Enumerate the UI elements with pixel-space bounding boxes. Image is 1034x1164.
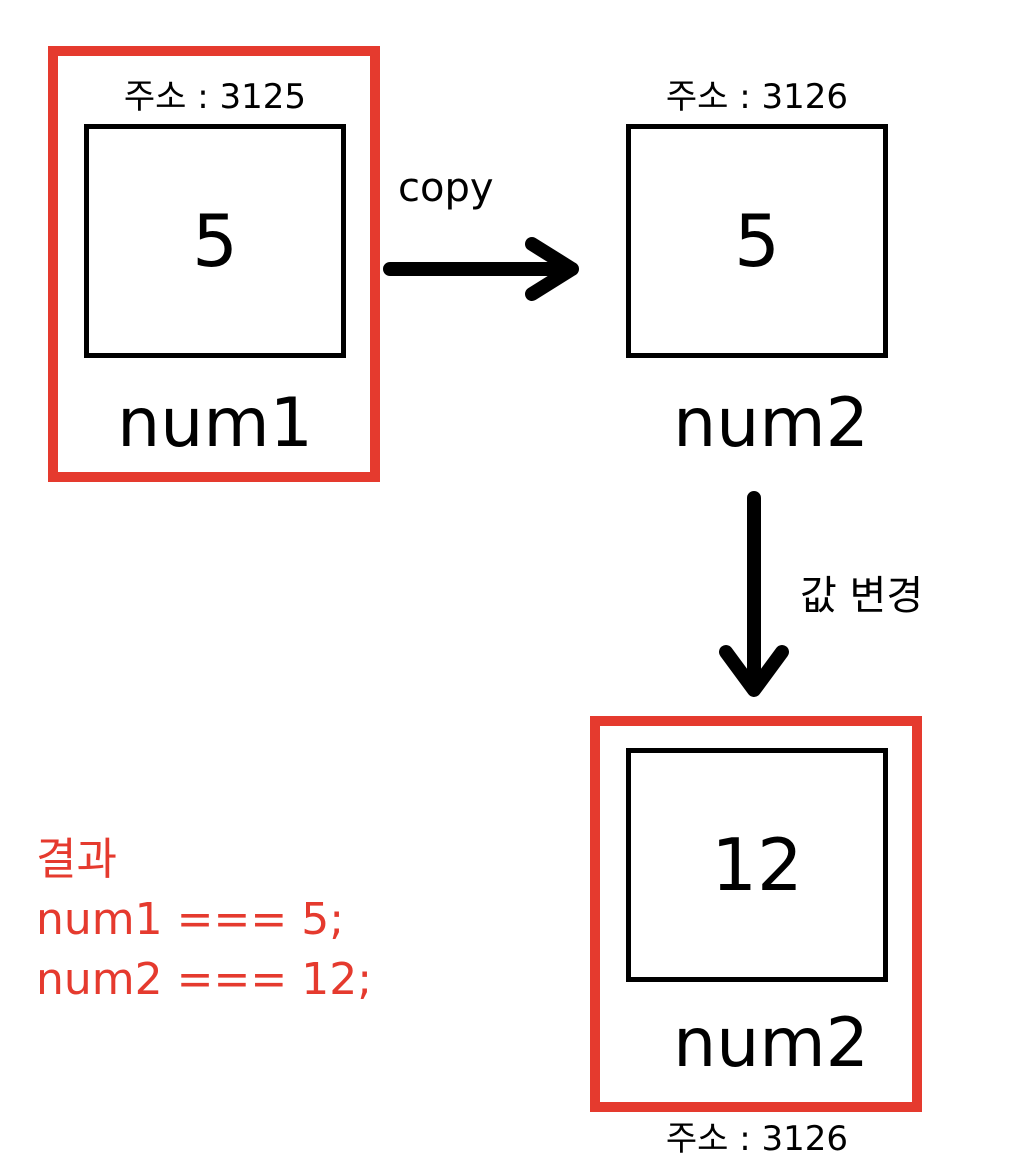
num2-address-label: 주소 : 3126 bbox=[665, 77, 849, 117]
num1-value: 5 bbox=[192, 199, 238, 283]
copy-arrow bbox=[383, 237, 579, 301]
copy-label: copy bbox=[398, 165, 494, 211]
result-line-num2: num2 === 12; bbox=[36, 954, 373, 1005]
num2-changed-highlight-frame bbox=[590, 716, 922, 1112]
num2-value: 5 bbox=[734, 199, 780, 283]
num2-changed-value-cell: 12 bbox=[626, 748, 888, 982]
num1-address-label: 주소 : 3125 bbox=[123, 77, 307, 117]
value-change-label: 값 변경 bbox=[800, 573, 924, 619]
num2-changed-value: 12 bbox=[711, 823, 803, 907]
value-change-arrow bbox=[719, 491, 789, 697]
num2-changed-address-label: 주소 : 3126 bbox=[665, 1119, 849, 1159]
result-block: 결과 num1 === 5; num2 === 12; bbox=[36, 830, 372, 1010]
result-line-num1: num1 === 5; bbox=[36, 894, 345, 945]
num2-value-cell: 5 bbox=[626, 124, 888, 358]
num1-value-cell: 5 bbox=[84, 124, 346, 358]
num2-changed-name-label: num2 bbox=[673, 1004, 869, 1083]
result-title: 결과 bbox=[36, 834, 117, 885]
num2-name-label: num2 bbox=[673, 384, 869, 463]
num1-highlight-frame bbox=[48, 46, 380, 482]
num1-name-label: num1 bbox=[117, 384, 313, 463]
